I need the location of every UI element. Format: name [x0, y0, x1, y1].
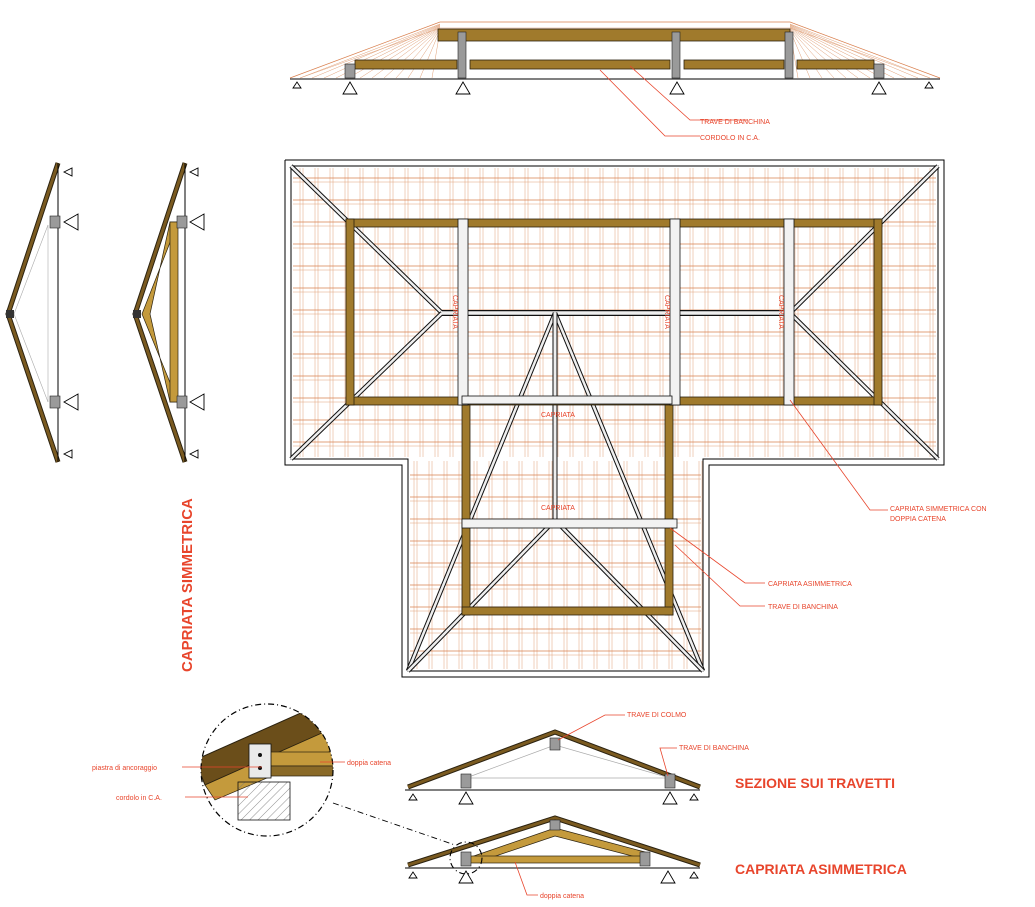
eaves-beam — [469, 59, 671, 70]
anchor-detail: piastra di ancoraggio doppia catena cord… — [92, 703, 456, 846]
title-sezione-travetti: SEZIONE SUI TRAVETTI — [735, 775, 895, 791]
label-capriata-asimmetrica: CAPRIATA ASIMMETRICA — [768, 581, 852, 588]
plan-label-capriata: CAPRIATA — [451, 295, 458, 329]
label-cordolo-detail: cordolo in C.A. — [116, 795, 162, 802]
rafter-line — [789, 24, 919, 79]
rafter-line — [395, 28, 441, 79]
rafter-line — [407, 29, 441, 79]
rafter-line — [789, 28, 847, 79]
support-triangle — [455, 81, 471, 95]
asymmetric-truss: doppia catena CAPRIATA ASIMMETRICA — [405, 815, 907, 900]
rafter-line — [323, 24, 441, 79]
rafter-line — [789, 29, 811, 79]
rafter-line — [299, 23, 441, 79]
support-triangle — [871, 81, 887, 95]
rafter-line — [789, 28, 835, 79]
label-doppia-catena: DOPPIA CATENA — [890, 516, 946, 523]
rafter-line — [371, 27, 441, 79]
support-plate — [344, 63, 356, 79]
rafter-line — [311, 24, 441, 79]
label-trave-banchina: TRAVE DI BANCHINA — [700, 119, 770, 126]
label-doppia-catena-detail: doppia catena — [347, 760, 391, 767]
rafter-line — [383, 28, 441, 79]
rafter-line — [789, 26, 871, 79]
support-plate — [873, 63, 885, 79]
plan-label-capriata: CAPRIATA — [663, 295, 670, 329]
label-cordolo: CORDOLO IN C.A. — [700, 135, 760, 142]
rafter-line — [789, 27, 859, 79]
label-trave-banchina-section: TRAVE DI BANCHINA — [679, 745, 749, 752]
rafter-line — [789, 24, 907, 79]
elevation-rafters — [299, 23, 931, 79]
eaves-beam — [683, 59, 785, 70]
plan-label-capriata: CAPRIATA — [541, 412, 575, 419]
eaves-beam — [354, 59, 458, 70]
plan-rafters — [293, 168, 936, 669]
label-piastra: piastra di ancoraggio — [92, 765, 157, 772]
label-capriata-simmetrica: CAPRIATA SIMMETRICA CON — [890, 506, 987, 513]
rafter-line — [347, 26, 441, 79]
left-truss-simple — [5, 162, 79, 463]
post — [671, 31, 681, 79]
section-travetti: TRAVE DI COLMO TRAVE DI BANCHINA SEZIONE… — [405, 712, 895, 805]
rafter-line — [789, 23, 931, 79]
support-triangle — [342, 81, 358, 95]
rafter-line — [359, 26, 441, 79]
rafter-line — [419, 29, 441, 79]
ridge-beam — [437, 28, 791, 42]
rafter-line — [789, 29, 823, 79]
top-elevation: TRAVE DI BANCHINA CORDOLO IN C.A. — [289, 21, 941, 142]
side-title-capriata-simmetrica: CAPRIATA SIMMETRICA — [179, 498, 196, 672]
title-capriata-asimmetrica: CAPRIATA ASIMMETRICA — [735, 861, 907, 877]
label-trave-colmo: TRAVE DI COLMO — [627, 712, 687, 719]
label-doppia-catena-asym: doppia catena — [540, 893, 584, 900]
post — [784, 31, 794, 79]
left-truss-double — [132, 162, 205, 463]
support-triangle — [669, 81, 685, 95]
rafter-line — [789, 26, 883, 79]
post — [457, 31, 467, 79]
roof-plan: CAPRIATA CAPRIATA CAPRIATA CAPRIATA CAPR… — [284, 159, 987, 678]
plan-label-capriata: CAPRIATA — [541, 505, 575, 512]
eaves-beam — [796, 59, 875, 70]
label-trave-banchina-plan: TRAVE DI BANCHINA — [768, 604, 838, 611]
plan-label-capriata: CAPRIATA — [777, 295, 784, 329]
